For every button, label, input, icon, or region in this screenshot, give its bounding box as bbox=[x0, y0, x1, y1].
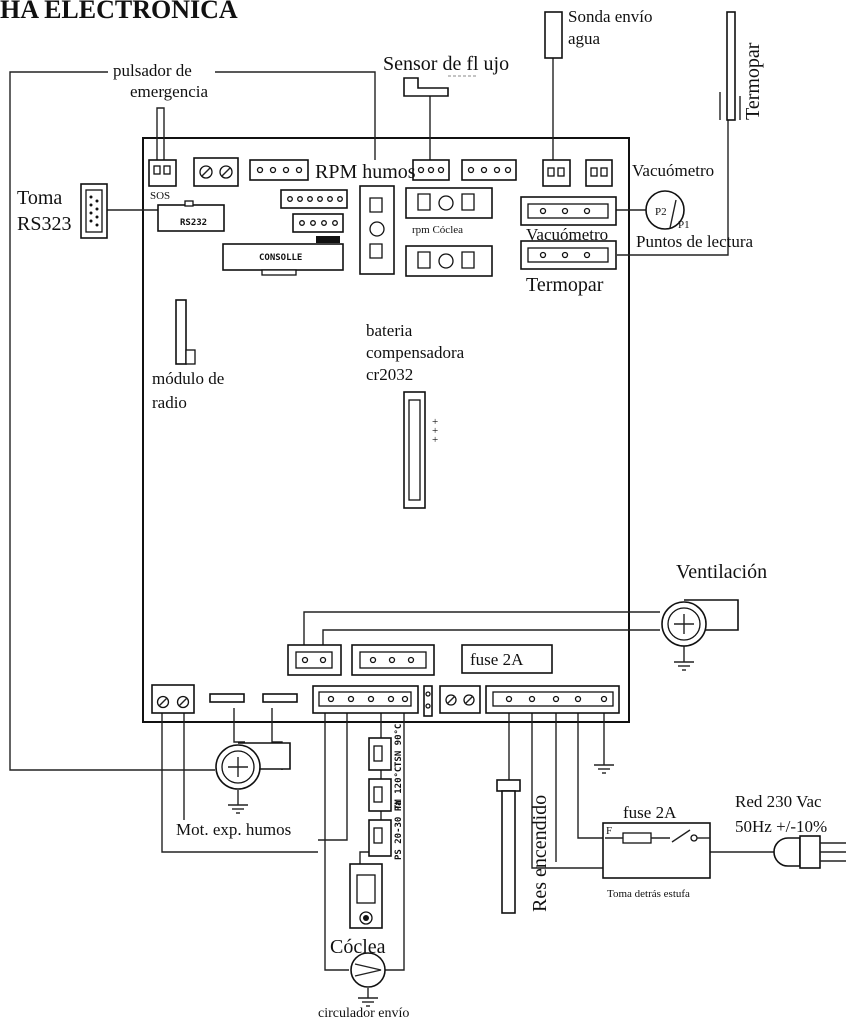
svg-text:+: + bbox=[432, 434, 438, 446]
connector-rpm-humos bbox=[412, 159, 450, 181]
sonda-connector bbox=[542, 159, 571, 187]
connector-2pin-right bbox=[585, 159, 613, 187]
coclea-block-bottom bbox=[405, 245, 493, 277]
rpm-humos-label: RPM humos bbox=[315, 161, 416, 183]
connector-5pin-center bbox=[312, 685, 419, 714]
board-fuse-label: fuse 2A bbox=[470, 650, 524, 669]
ignition-resistor bbox=[496, 779, 521, 914]
consolle-header bbox=[222, 243, 344, 276]
thermostat-1-label: TSN 90°C bbox=[394, 724, 404, 767]
vacuometro-top-label: Vacuómetro bbox=[632, 161, 714, 180]
screw-terminal-bottom-center bbox=[439, 685, 481, 714]
sos-label: SOS bbox=[150, 190, 170, 202]
coclea-label: Cóclea bbox=[330, 936, 386, 958]
modulo-radio-label-2: radio bbox=[152, 393, 187, 412]
red-label-2: 50Hz +/-10% bbox=[735, 817, 827, 836]
battery-holder: +++ bbox=[403, 391, 438, 509]
sos-connector bbox=[148, 159, 177, 187]
screw-terminal-top bbox=[193, 157, 239, 187]
circulator-pump bbox=[350, 952, 386, 988]
svg-text:+: + bbox=[432, 416, 438, 428]
diagram-title: HA ELECTRONICA bbox=[0, 0, 238, 24]
vacuometro-conn-label: Vacuómetro bbox=[526, 225, 608, 244]
mot-exp-humos-label: Mot. exp. humos bbox=[176, 820, 291, 839]
sensor-flujo-label: Sensor de fl ujo bbox=[383, 53, 509, 75]
rpm-coclea-label: rpm Cóclea bbox=[412, 224, 463, 236]
pulsador-label-2: emergencia bbox=[130, 82, 208, 101]
termopar-top-label: Termopar bbox=[742, 42, 764, 120]
toma-detras-label: Toma detrás estufa bbox=[607, 888, 690, 900]
connector-4pin-1 bbox=[249, 159, 309, 181]
auger-motor bbox=[349, 863, 383, 929]
vacuometer-gauge bbox=[645, 190, 685, 230]
coclea-block-top bbox=[405, 187, 493, 219]
toma-label-1: Toma bbox=[17, 187, 62, 209]
thermostat-3-label: PS 20-30 Pa bbox=[394, 800, 404, 860]
modulo-radio-label-1: módulo de bbox=[152, 369, 224, 388]
ground-symbols bbox=[228, 661, 694, 1007]
consolle-label: CONSOLLE bbox=[259, 253, 302, 263]
connector-6pin-power bbox=[485, 685, 620, 714]
bateria-label-2: compensadora bbox=[366, 343, 465, 362]
connector-4pin-3 bbox=[292, 213, 344, 243]
gauge-p2-label: P2 bbox=[655, 206, 667, 218]
rs232-header bbox=[157, 200, 225, 232]
wires bbox=[9, 58, 780, 998]
relay-block-vertical bbox=[359, 185, 395, 275]
connector-6pin bbox=[280, 189, 348, 209]
safety-thermostats bbox=[368, 737, 392, 857]
fuse-ext-label: fuse 2A bbox=[623, 803, 677, 822]
connector-3pin-bottom bbox=[351, 644, 435, 676]
bateria-label-1: bateria bbox=[366, 321, 413, 340]
res-encendido-label: Res encendido bbox=[529, 795, 551, 912]
db9-connector bbox=[80, 183, 108, 239]
exhaust-fan bbox=[215, 742, 291, 790]
led-indicator bbox=[423, 685, 433, 717]
puntos-lectura-label: Puntos de lectura bbox=[636, 232, 754, 251]
ventilacion-label: Ventilación bbox=[676, 561, 767, 583]
red-label-1: Red 230 Vac bbox=[735, 792, 822, 811]
rear-power-socket bbox=[602, 822, 711, 879]
sonda-label-1: Sonda envío bbox=[568, 7, 653, 26]
sonda-probe bbox=[544, 11, 563, 59]
mains-plug bbox=[773, 835, 846, 869]
fuse-holders bbox=[209, 693, 298, 703]
screw-terminal-bottom-left bbox=[151, 684, 195, 714]
flow-sensor bbox=[403, 75, 478, 97]
thermostat-2-label: TM 120°C bbox=[394, 767, 404, 810]
termopar-conn-label: Termopar bbox=[526, 274, 604, 296]
svg-text:+: + bbox=[432, 425, 438, 437]
toma-label-2: RS323 bbox=[17, 213, 71, 235]
rs232-label: RS232 bbox=[180, 218, 207, 228]
circulador-label: circulador envío bbox=[318, 1006, 409, 1021]
termopar-probe bbox=[719, 11, 741, 121]
board-fuse-box bbox=[461, 644, 553, 674]
radio-module bbox=[175, 299, 196, 365]
ventilation-connector bbox=[287, 644, 342, 676]
vacuometro-connector bbox=[520, 196, 617, 226]
pulsador-label-1: pulsador de bbox=[113, 61, 192, 80]
gauge-p1-label: P1 bbox=[678, 219, 690, 231]
sonda-label-2: agua bbox=[568, 29, 601, 48]
ventilation-fan bbox=[661, 599, 739, 647]
bateria-label-3: cr2032 bbox=[366, 365, 413, 384]
fuse-f-label: F bbox=[606, 825, 612, 837]
termopar-connector bbox=[520, 240, 617, 270]
connector-4pin-2 bbox=[461, 159, 517, 181]
